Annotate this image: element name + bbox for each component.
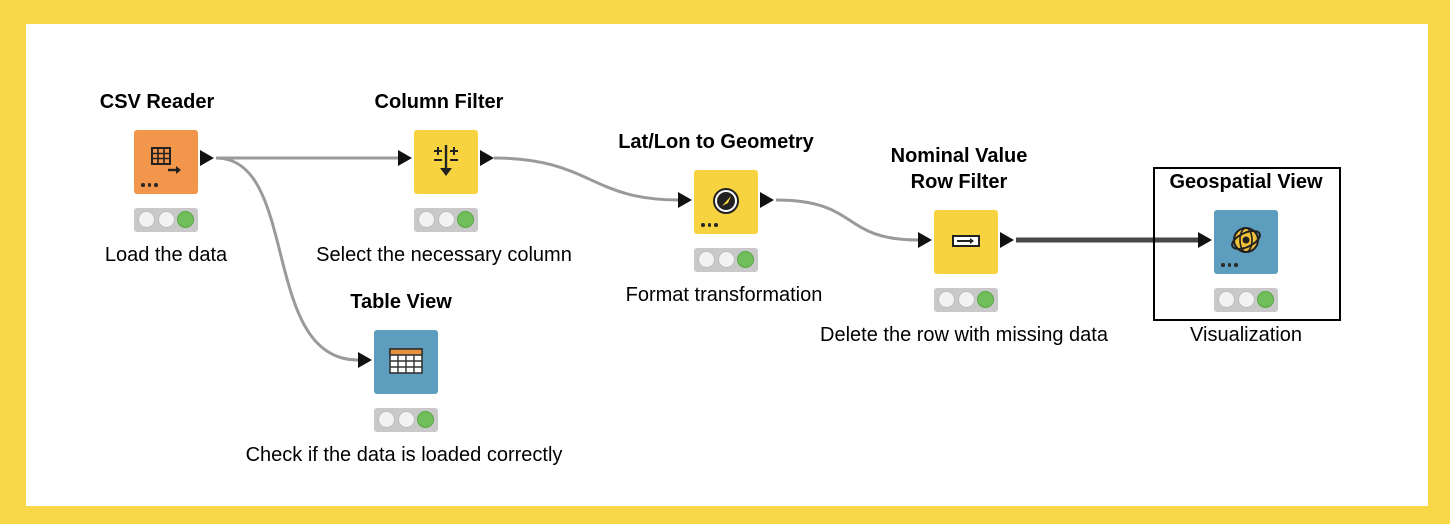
input-port[interactable] — [918, 232, 932, 248]
node-table-view[interactable] — [374, 330, 438, 394]
input-port[interactable] — [678, 192, 692, 208]
node-title-table-view: Table View — [350, 291, 452, 313]
input-port[interactable] — [1198, 232, 1212, 248]
output-port[interactable] — [760, 192, 774, 208]
output-port[interactable] — [1000, 232, 1014, 248]
node-title-geospatial-view: Geospatial View — [1169, 171, 1323, 193]
column-filter-icon — [434, 145, 458, 176]
node-annotation-latlon-to-geometry: Format transformation — [625, 284, 823, 306]
status-light-green — [177, 211, 194, 228]
node-title-latlon-to-geometry: Lat/Lon to Geometry — [618, 131, 814, 153]
status-light-red — [138, 211, 155, 228]
node-menu-dots[interactable] — [1221, 263, 1243, 267]
status-traffic-light — [374, 408, 438, 432]
output-port[interactable] — [200, 150, 214, 166]
node-menu-dots[interactable] — [141, 183, 163, 187]
node-annotation-csv-reader: Load the data — [104, 244, 228, 266]
status-traffic-light — [134, 208, 198, 232]
status-light-green — [737, 251, 754, 268]
status-light-red — [378, 411, 395, 428]
node-column-filter[interactable] — [414, 130, 478, 194]
status-light-yellow — [157, 211, 175, 228]
status-light-red — [938, 291, 955, 308]
status-traffic-light — [414, 208, 478, 232]
connection-csv-to-table-view[interactable] — [215, 156, 359, 362]
connection-column-filter-to-latlon[interactable] — [493, 156, 679, 202]
node-annotation-geospatial-view: Visualization — [1190, 324, 1302, 346]
node-annotation-table-view: Check if the data is loaded correctly — [245, 444, 563, 466]
status-light-green — [457, 211, 474, 228]
compass-icon — [713, 188, 739, 214]
node-geospatial-view[interactable] — [1214, 210, 1278, 274]
input-port[interactable] — [398, 150, 412, 166]
status-light-red — [418, 211, 435, 228]
status-light-red — [698, 251, 715, 268]
connection-latlon-to-row-filter[interactable] — [775, 198, 919, 242]
status-light-red — [1218, 291, 1235, 308]
output-port[interactable] — [480, 150, 494, 166]
globe-view-icon — [1231, 227, 1261, 253]
input-port[interactable] — [358, 352, 372, 368]
table-export-icon — [151, 147, 181, 174]
node-title-row-filter: Nominal Value Row Filter — [859, 143, 1059, 195]
row-filter-icon — [952, 235, 980, 247]
status-light-yellow — [437, 211, 455, 228]
status-traffic-light — [1214, 288, 1278, 312]
table-icon — [389, 348, 423, 374]
status-traffic-light — [694, 248, 758, 272]
node-row-filter[interactable] — [934, 210, 998, 274]
status-light-yellow — [397, 411, 415, 428]
node-title-column-filter: Column Filter — [374, 91, 504, 113]
status-light-green — [977, 291, 994, 308]
status-light-yellow — [717, 251, 735, 268]
node-title-line-1: Nominal Value — [890, 145, 1028, 167]
status-light-green — [417, 411, 434, 428]
status-light-yellow — [957, 291, 975, 308]
status-light-yellow — [1237, 291, 1255, 308]
selection-highlight-box — [1153, 167, 1341, 321]
node-title-csv-reader: CSV Reader — [99, 91, 215, 113]
status-light-green — [1257, 291, 1274, 308]
node-menu-dots[interactable] — [701, 223, 723, 227]
node-annotation-row-filter: Delete the row with missing data — [820, 324, 1108, 346]
node-title-line-2: Row Filter — [910, 171, 1008, 193]
node-annotation-column-filter: Select the necessary column — [316, 244, 572, 266]
status-traffic-light — [934, 288, 998, 312]
node-latlon-to-geometry[interactable] — [694, 170, 758, 234]
node-csv-reader[interactable] — [134, 130, 198, 194]
